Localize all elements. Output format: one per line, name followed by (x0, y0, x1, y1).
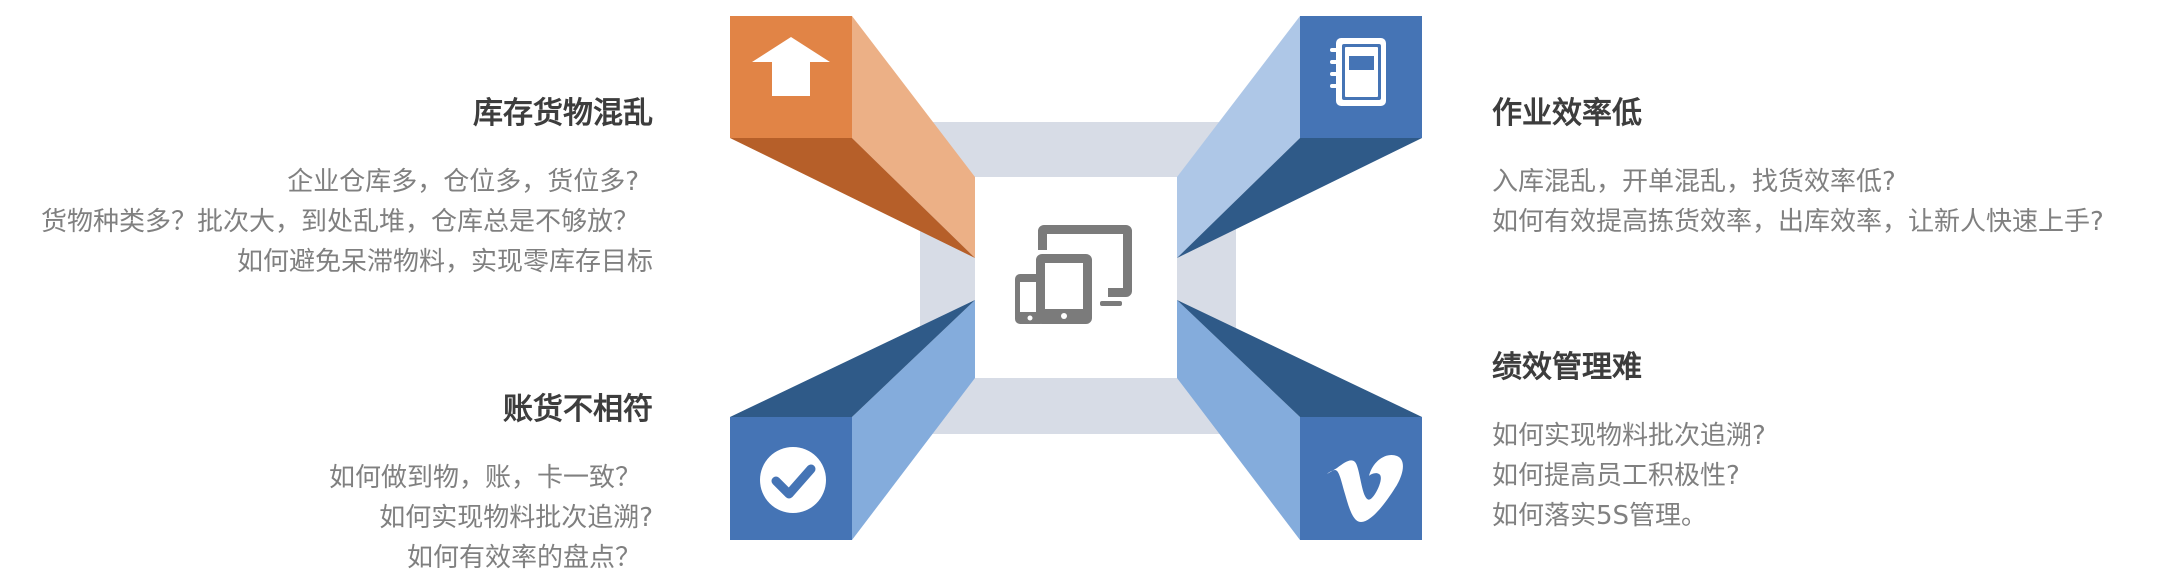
panel-title: 作业效率低 (1492, 96, 1642, 131)
vimeo-v-icon (1327, 454, 1403, 522)
panel-line: 如何实现物料批次追溯? (379, 503, 653, 533)
panel-line: 如何避免呆滞物料，实现零库存目标 (236, 247, 653, 277)
panel-top-left: 库存货物混乱 企业仓库多，仓位多，货位多? 货物种类多？批次大，到处乱堆，仓库总… (41, 88, 653, 282)
upload-arrow-icon (752, 37, 830, 96)
panel-line: 如何提高员工积极性? (1492, 461, 1740, 491)
panel-line: 如何落实5S管理。 (1492, 501, 1708, 531)
panel-line: 企业仓库多，仓位多，货位多? (287, 167, 639, 197)
panel-title: 绩效管理难 (1492, 350, 1642, 385)
arm-bottom-right (1177, 300, 1422, 540)
panel-line: 入库混乱，开单混乱，找货效率低? (1492, 167, 1896, 197)
panel-title: 账货不相符 (503, 392, 653, 427)
center-box (975, 177, 1177, 378)
arm-bottom-left (730, 300, 975, 540)
panel-line: 如何做到物，账，卡一致？ (328, 463, 641, 493)
panel-bottom-right: 绩效管理难 如何实现物料批次追溯? 如何提高员工积极性? 如何落实5S管理。 (1492, 342, 1766, 536)
panel-title: 库存货物混乱 (473, 96, 653, 131)
arm-top-right (1177, 16, 1422, 258)
panel-line: 货物种类多？批次大，到处乱堆，仓库总是不够放？ (40, 207, 639, 237)
panel-line: 如何有效率的盘点？ (406, 543, 641, 573)
panel-top-right: 作业效率低 入库混乱，开单混乱，找货效率低? 如何有效提高拣货效率，出库效率，让… (1492, 88, 2104, 242)
check-circle-icon (760, 447, 826, 513)
notebook-icon (1330, 38, 1386, 106)
panel-line: 如何实现物料批次追溯? (1492, 421, 1766, 451)
arm-top-left (730, 16, 975, 258)
panel-line: 如何有效提高拣货效率，出库效率，让新人快速上手? (1492, 207, 2104, 237)
panel-bottom-left: 账货不相符 如何做到物，账，卡一致？ 如何实现物料批次追溯? 如何有效率的盘点？ (329, 384, 653, 578)
devices-icon (1015, 225, 1132, 324)
